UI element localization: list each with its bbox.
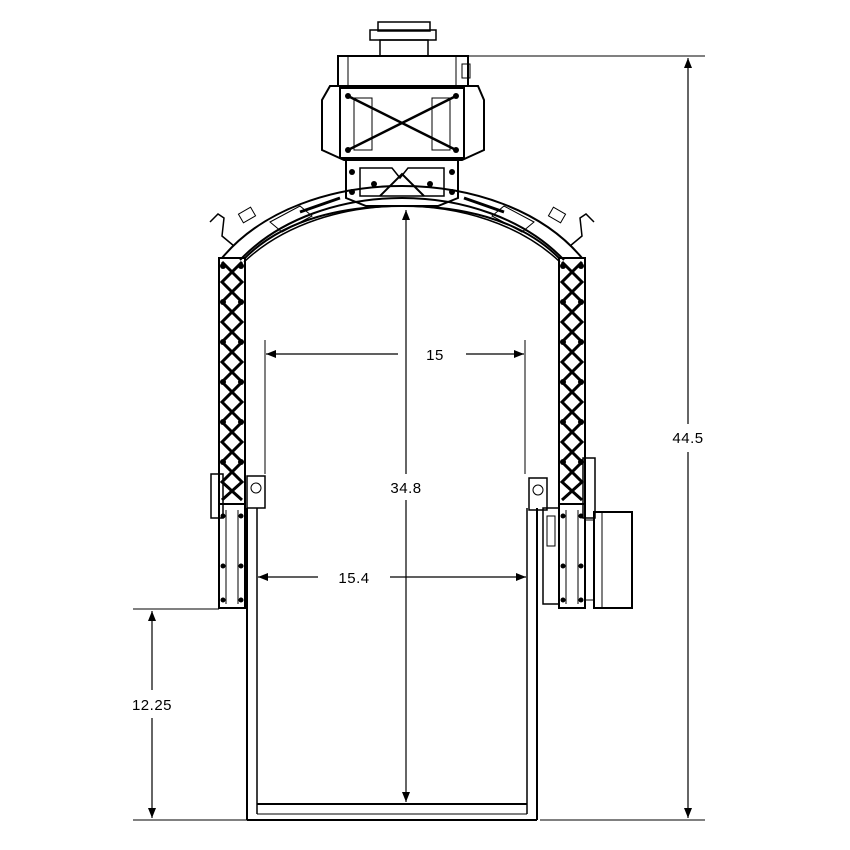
left-truss-column: [210, 257, 266, 609]
dimension-label-inner-width-top: 15: [426, 347, 444, 364]
dimension-label-total-height: 44.5: [672, 430, 703, 447]
dimension-label-inner-width-bottom: 15.4: [338, 570, 369, 587]
dimension-label-inner-height: 34.8: [390, 480, 421, 497]
dimension-inner-height: 34.8: [390, 210, 421, 802]
right-truss-column: [528, 257, 633, 609]
dimension-label-lower-height: 12.25: [132, 697, 172, 714]
dimension-total-height: 44.5: [468, 55, 705, 821]
dimension-inner-width-bottom: 15.4: [258, 570, 526, 587]
top-mount-assembly: [321, 21, 485, 207]
dimension-inner-width-top: 15: [264, 340, 526, 474]
tube-body: [244, 204, 560, 821]
dimension-lower-height: 12.25: [132, 608, 247, 821]
arched-rail: [209, 184, 595, 263]
